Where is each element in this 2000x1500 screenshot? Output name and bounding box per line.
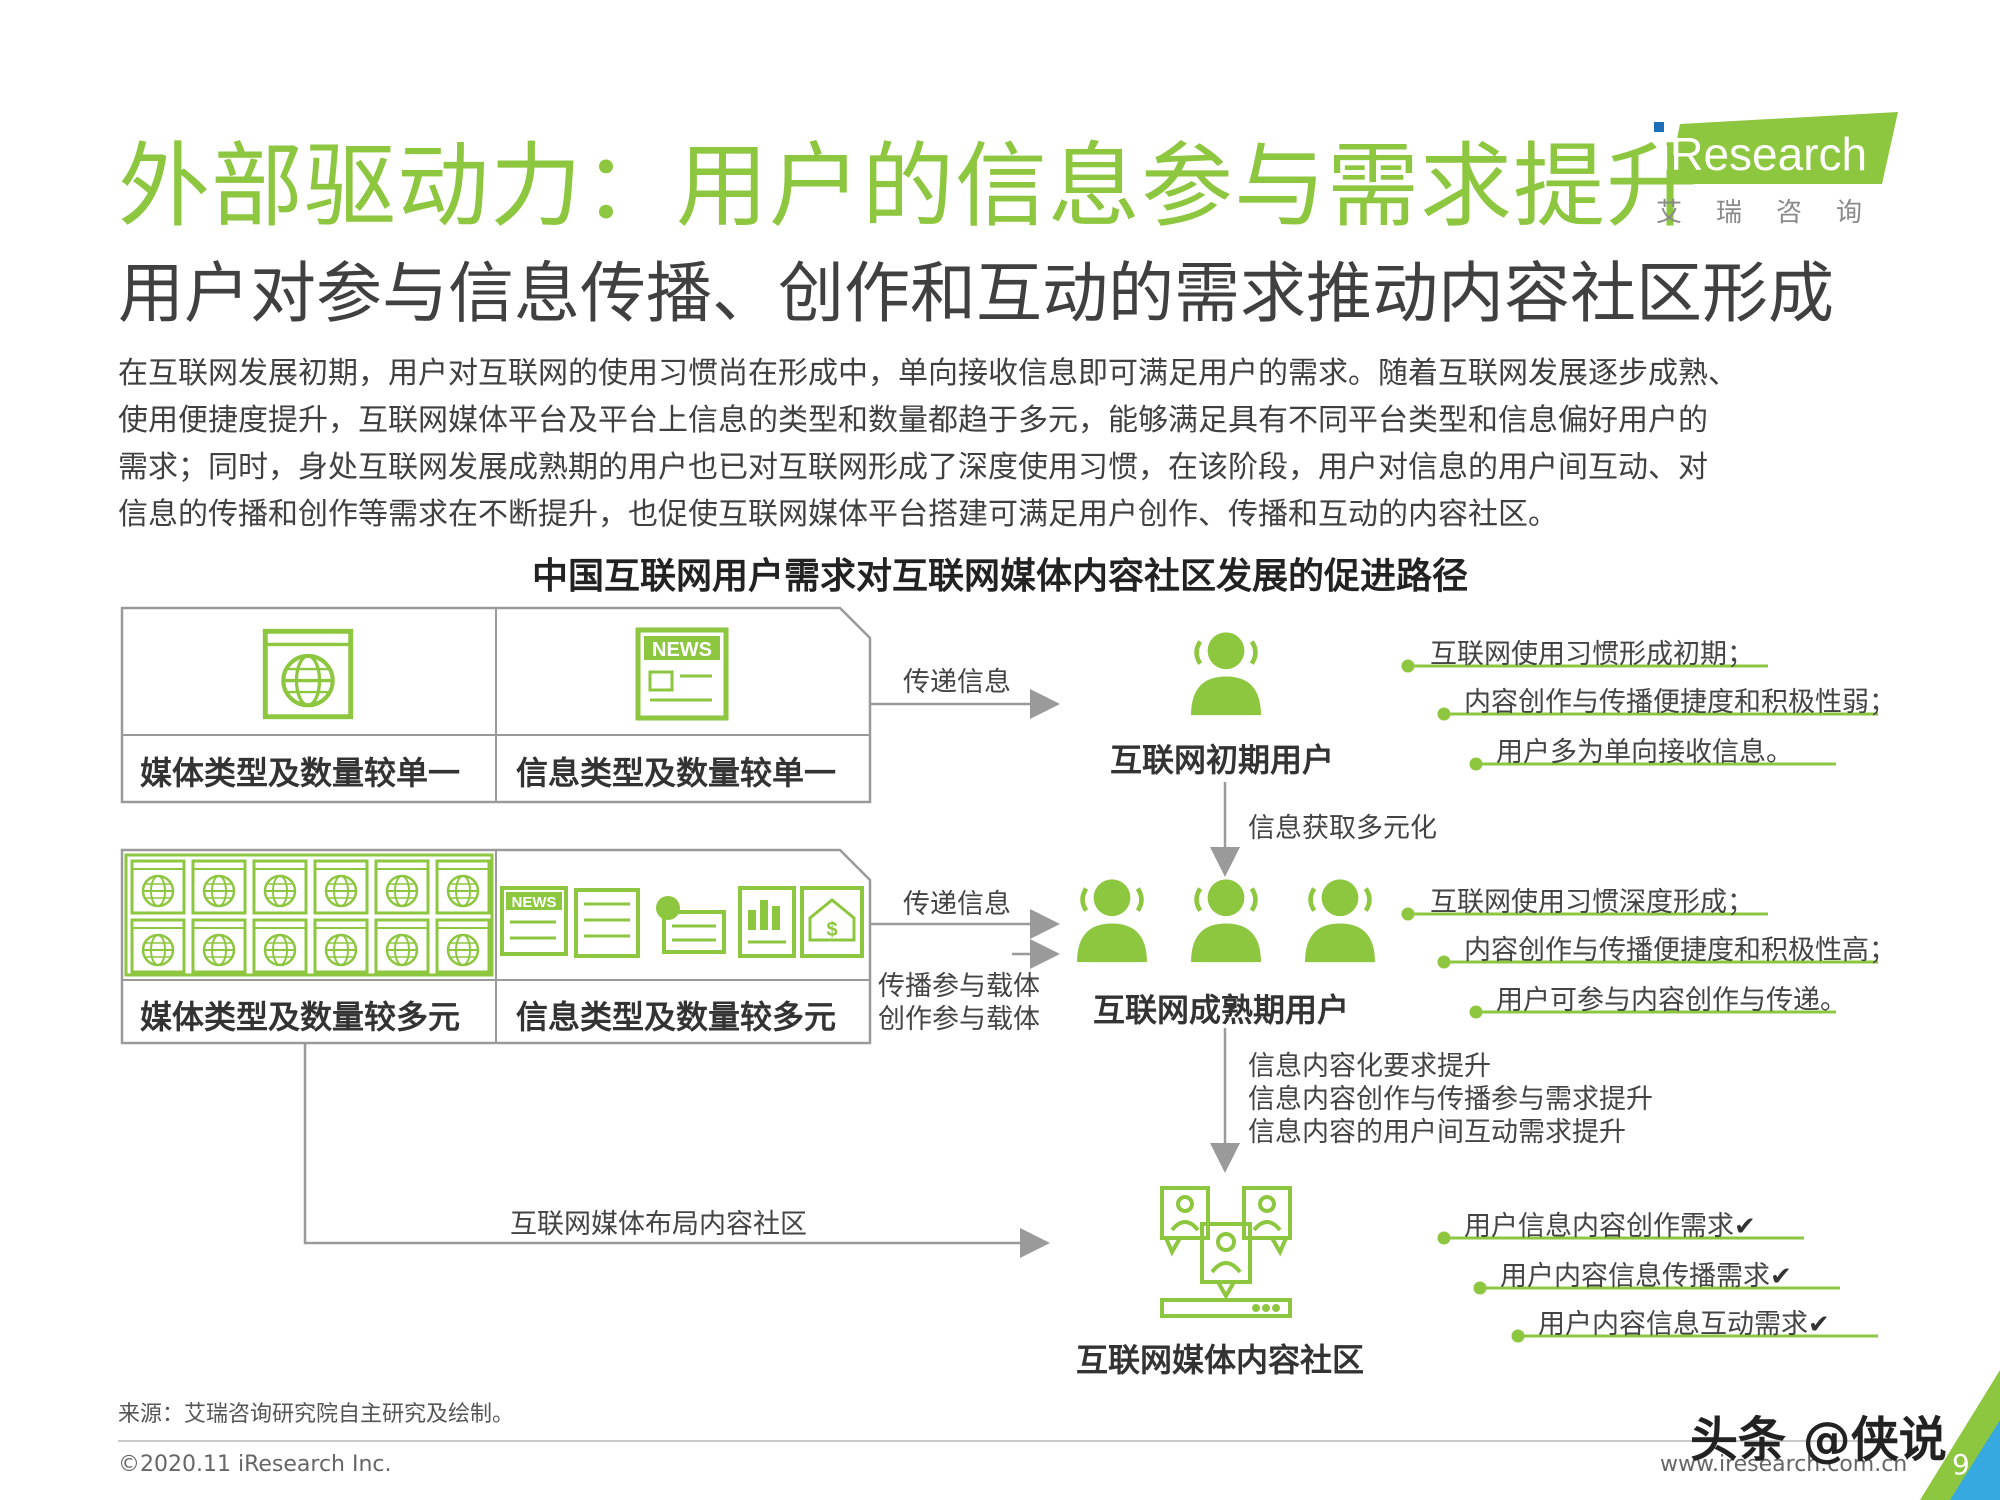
globe-window-icon xyxy=(265,631,350,716)
arrow-community-layout xyxy=(303,1043,1050,1258)
stage-early-users: 互联网初期用户 xyxy=(1110,741,1335,779)
intro-line: 使用便捷度提升，互联网媒体平台及平台上信息的类型和数量都趋于多元，能够满足具有不… xyxy=(118,403,1708,438)
arrow-label-community: 互联网媒体布局内容社区 xyxy=(510,1209,807,1240)
note-text: 用户内容信息互动需求 xyxy=(1538,1309,1808,1340)
svg-text:NEWS: NEWS xyxy=(512,894,557,911)
note-mature: 互联网使用习惯深度形成； xyxy=(1430,887,1754,918)
note-text: 用户信息内容创作需求 xyxy=(1464,1211,1734,1242)
note-mature: 内容创作与传播便捷度和积极性高； xyxy=(1464,935,1896,966)
intro-line: 信息的传播和创作等需求在不断提升，也促使互联网媒体平台搭建可满足用户创作、传播和… xyxy=(118,497,1558,532)
transition-diversified: 信息获取多元化 xyxy=(1248,813,1437,844)
news-icon: NEWS xyxy=(635,627,729,721)
arrow-label-pass-info-1: 传递信息 xyxy=(903,667,1011,698)
diagram-title: 中国互联网用户需求对互联网媒体内容社区发展的促进路径 xyxy=(531,556,1468,597)
watermark: 头条 @侠说 xyxy=(1690,1412,1947,1468)
arrow-label-pass-info-2: 传递信息 xyxy=(903,889,1011,920)
svg-text:NEWS: NEWS xyxy=(652,639,712,661)
note-community: 用户信息内容创作需求✔ xyxy=(1464,1204,1756,1243)
note-early: 用户多为单向接收信息。 xyxy=(1496,737,1793,768)
footer-divider xyxy=(118,1440,1898,1442)
content-community-icon xyxy=(1160,1186,1292,1318)
intro-line: 需求；同时，身处互联网发展成熟期的用户也已对互联网形成了深度使用习惯，在该阶段，… xyxy=(118,450,1708,485)
label-info-diverse: 信息类型及数量较多元 xyxy=(516,998,837,1036)
stage-content-community: 互联网媒体内容社区 xyxy=(1076,1341,1365,1379)
globe-grid-icons xyxy=(130,859,491,974)
arrow-label-carrier-1: 传播参与载体 xyxy=(878,971,1040,1002)
box-diverse-media: NEWS $ xyxy=(120,848,872,1045)
svg-text:$: $ xyxy=(826,919,837,941)
iresearch-logo: iResearch xyxy=(1650,112,1900,184)
page-title: 外部驱动力：用户的信息参与需求提升 xyxy=(118,133,1700,240)
label-media-single: 媒体类型及数量较单一 xyxy=(140,754,461,792)
page-number: 9 xyxy=(1952,1448,1970,1481)
mature-user-icon xyxy=(1305,879,1375,962)
box-single-media: NEWS xyxy=(120,606,872,804)
site-url: www.iresearch.com.cn xyxy=(1660,1452,1908,1477)
note-text: 用户内容信息传播需求 xyxy=(1500,1261,1770,1292)
intro-line: 在互联网发展初期，用户对互联网的使用习惯尚在形成中，单向接收信息即可满足用户的需… xyxy=(118,356,1738,391)
note-community: 用户内容信息传播需求✔ xyxy=(1500,1254,1792,1293)
copyright: ©2020.11 iResearch Inc. xyxy=(118,1452,392,1477)
label-info-single: 信息类型及数量较单一 xyxy=(516,754,837,792)
intro-paragraph: 在互联网发展初期，用户对互联网的使用习惯尚在形成中，单向接收信息即可满足用户的需… xyxy=(118,350,1898,538)
arrow-label-carrier-2: 创作参与载体 xyxy=(878,1004,1040,1035)
note-underlines xyxy=(1401,659,1878,1343)
transition-line: 信息内容的用户间互动需求提升 xyxy=(1248,1117,1626,1148)
note-early: 内容创作与传播便捷度和积极性弱； xyxy=(1464,687,1896,718)
logo-text: iResearch xyxy=(1660,128,1867,180)
early-user-icon xyxy=(1191,632,1261,715)
transition-line: 信息内容化要求提升 xyxy=(1248,1051,1491,1082)
source-note: 来源：艾瑞咨询研究院自主研究及绘制。 xyxy=(118,1402,515,1427)
news-variety-icons: NEWS $ xyxy=(500,886,864,958)
transition-line: 信息内容创作与传播参与需求提升 xyxy=(1248,1084,1653,1115)
mature-user-icon xyxy=(1077,879,1147,962)
check-icon: ✔ xyxy=(1734,1212,1756,1242)
check-icon: ✔ xyxy=(1808,1310,1830,1340)
logo-subtitle: 艾瑞咨询 xyxy=(1656,198,1897,228)
note-mature: 用户可参与内容创作与传递。 xyxy=(1496,985,1847,1016)
note-community: 用户内容信息互动需求✔ xyxy=(1538,1302,1830,1341)
stage-mature-users: 互联网成熟期用户 xyxy=(1093,991,1350,1029)
mature-user-icon xyxy=(1191,879,1261,962)
check-icon: ✔ xyxy=(1770,1262,1792,1292)
note-early: 互联网使用习惯形成初期； xyxy=(1430,639,1754,670)
page-subtitle: 用户对参与信息传播、创作和互动的需求推动内容社区形成 xyxy=(118,255,1834,332)
label-media-diverse: 媒体类型及数量较多元 xyxy=(140,998,461,1036)
